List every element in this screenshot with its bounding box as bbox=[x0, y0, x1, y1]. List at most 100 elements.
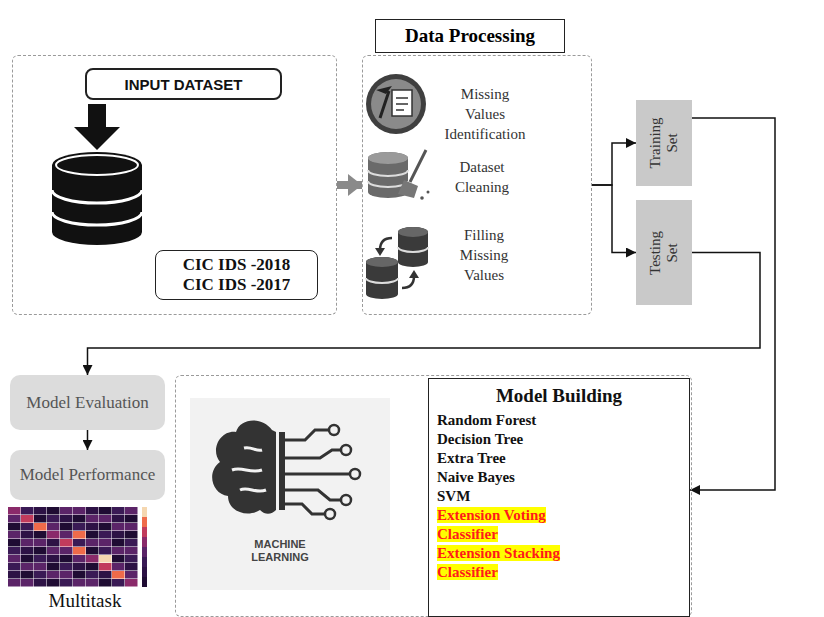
dataset-split-box: Testing Set bbox=[636, 200, 692, 305]
heat-cell bbox=[99, 555, 112, 563]
dataset-box: CIC IDS -2018CIC IDS -2017 bbox=[155, 250, 318, 300]
heat-cell bbox=[112, 531, 125, 539]
drawing-part bbox=[380, 91, 389, 118]
heat-cell bbox=[73, 523, 86, 531]
heat-cell bbox=[125, 571, 138, 579]
dashed-region: Model BuildingRandom ForestDecision Tree… bbox=[175, 375, 692, 617]
drawing-part bbox=[398, 180, 418, 198]
heat-cell bbox=[21, 555, 34, 563]
heat-cell bbox=[34, 563, 47, 571]
drawing-part bbox=[350, 469, 360, 479]
heat-cell bbox=[21, 563, 34, 571]
heat-cell bbox=[8, 571, 21, 579]
drawing-part bbox=[366, 257, 398, 267]
heat-cell bbox=[73, 555, 86, 563]
heat-cell bbox=[60, 515, 73, 523]
heat-cell bbox=[34, 571, 47, 579]
machine-learning-illustration bbox=[190, 398, 390, 590]
drawing-part bbox=[285, 473, 350, 476]
drawing-part bbox=[88, 104, 106, 130]
heat-cell bbox=[47, 523, 60, 531]
heat-cell bbox=[34, 523, 47, 531]
drawing-part bbox=[410, 150, 426, 182]
connector bbox=[592, 143, 636, 185]
heat-cell bbox=[34, 531, 47, 539]
model-name: Random Forest bbox=[437, 412, 536, 428]
highlighted-model: Extension Voting Classifier bbox=[437, 507, 546, 542]
drawing-part bbox=[366, 257, 398, 299]
heat-cell bbox=[73, 579, 86, 587]
heat-cell bbox=[21, 579, 34, 587]
drawing-part bbox=[375, 248, 385, 256]
heat-cell bbox=[8, 555, 21, 563]
heat-cell bbox=[60, 531, 73, 539]
heat-cell bbox=[73, 515, 86, 523]
drawing-part bbox=[396, 103, 408, 105]
heat-cell bbox=[125, 547, 138, 555]
step-label: Filling Missing Values bbox=[444, 225, 524, 285]
list-item: Random Forest bbox=[437, 411, 681, 430]
color-bar bbox=[142, 517, 147, 527]
list-item: Decision Tree bbox=[437, 430, 681, 449]
heat-cell bbox=[21, 523, 34, 531]
drawing-part bbox=[366, 278, 398, 283]
image-caption: Multitask bbox=[30, 590, 140, 612]
cleaning-icon bbox=[368, 150, 430, 200]
set-label: Testing Set bbox=[639, 223, 689, 283]
heat-cell bbox=[99, 507, 112, 515]
box-text: Model Evaluation bbox=[26, 393, 148, 413]
heat-cell bbox=[99, 571, 112, 579]
heat-cell bbox=[125, 515, 138, 523]
heat-cell bbox=[21, 539, 34, 547]
heat-cell bbox=[99, 515, 112, 523]
heat-cell bbox=[125, 563, 138, 571]
model-name: Naive Bayes bbox=[437, 469, 515, 485]
drawing-part bbox=[74, 127, 120, 150]
drawing-part bbox=[190, 398, 390, 590]
set-label: Training Set bbox=[639, 113, 689, 173]
heat-cell bbox=[112, 547, 125, 555]
label-box: Filling Missing Values bbox=[444, 225, 524, 285]
model-list-box: Model BuildingRandom ForestDecision Tree… bbox=[428, 378, 690, 617]
heat-cell bbox=[47, 555, 60, 563]
heat-cell bbox=[21, 515, 34, 523]
heat-cell bbox=[60, 555, 73, 563]
drawing-part bbox=[212, 420, 276, 513]
drawing-part bbox=[396, 97, 408, 99]
heat-cell bbox=[8, 507, 21, 515]
color-bar bbox=[142, 557, 147, 567]
heat-cell bbox=[73, 539, 86, 547]
drawing-part bbox=[392, 90, 412, 116]
label-box: Multitask bbox=[30, 590, 140, 612]
drawing-part bbox=[52, 152, 142, 245]
heat-cell bbox=[112, 539, 125, 547]
heat-cell bbox=[21, 531, 34, 539]
heat-cell bbox=[125, 523, 138, 531]
color-bar bbox=[142, 577, 147, 587]
heat-cell bbox=[99, 563, 112, 571]
label-box: Dataset Cleaning bbox=[436, 157, 528, 197]
model-name: Extra Tree bbox=[437, 450, 506, 466]
color-bar bbox=[142, 527, 147, 537]
dataset-box: INPUT DATASET bbox=[85, 68, 282, 100]
drawing-part bbox=[341, 445, 351, 455]
heat-cell bbox=[125, 531, 138, 539]
list-item: Extension Stacking Classifier bbox=[437, 544, 607, 582]
heat-cell bbox=[86, 539, 99, 547]
heat-cell bbox=[47, 507, 60, 515]
color-bar bbox=[142, 537, 147, 547]
label-box: MACHINE LEARNING bbox=[240, 538, 320, 564]
drawing-part bbox=[279, 432, 285, 510]
illustration-caption: MACHINE LEARNING bbox=[240, 538, 320, 564]
drawing-part bbox=[396, 109, 404, 111]
heat-cell bbox=[112, 579, 125, 587]
heat-cell bbox=[112, 523, 125, 531]
section-heading: Data Processing bbox=[375, 19, 565, 53]
heat-cell bbox=[47, 563, 60, 571]
connector bbox=[592, 185, 636, 253]
heat-cell bbox=[86, 547, 99, 555]
heat-cell bbox=[8, 579, 21, 587]
flow-arrow bbox=[337, 181, 362, 189]
heat-cell bbox=[86, 579, 99, 587]
heat-cell bbox=[34, 579, 47, 587]
